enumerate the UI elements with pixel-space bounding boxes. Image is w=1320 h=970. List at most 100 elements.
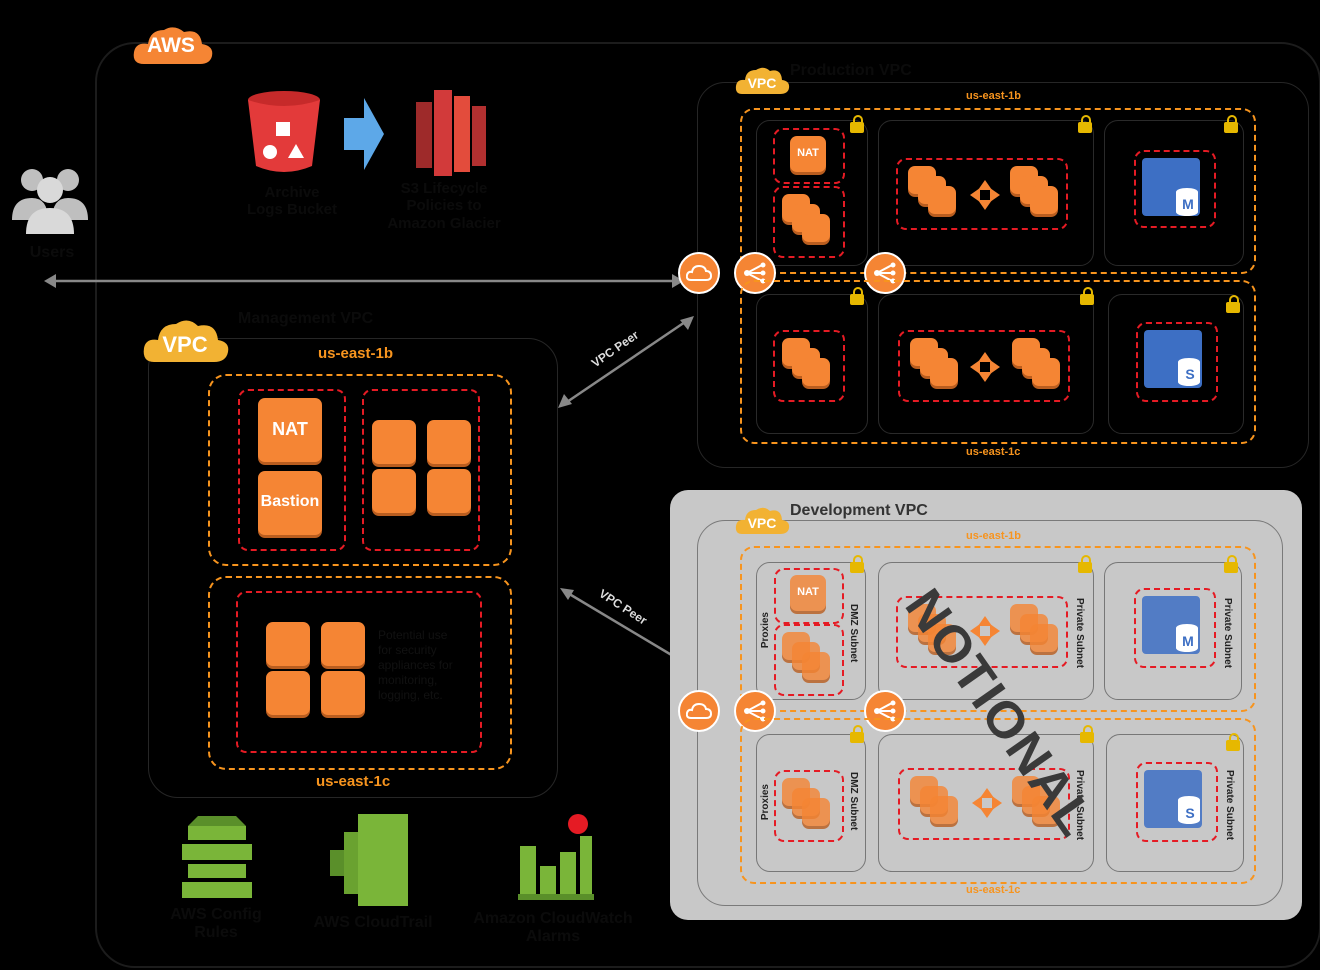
dmz-subnet-label: DMZ Subnet [848,772,859,831]
users-label: Users [29,244,75,261]
aws-badge: AWS [130,20,216,72]
development-private-subnet [878,562,1094,700]
production-db-group-c [1136,322,1218,402]
management-vpc-title: Management VPC [238,310,374,327]
internet-gateway-icon [678,252,720,294]
glacier-icon [416,90,486,176]
development-db-subnet [1104,562,1242,700]
lifecycle-label: S3 Lifecycle Policies to Amazon Glacier [387,180,501,232]
production-proxy-group [773,330,845,402]
autoscaling-icon [970,352,1000,382]
development-vpc-badge: VPC [734,502,790,538]
development-vpc-title: Development VPC [790,502,928,519]
nat-instance [258,398,322,462]
vpc-peer-arrow-prod [558,316,694,408]
production-private-subnet [878,120,1094,266]
app-instance [1030,624,1058,652]
production-private-subnet [878,294,1094,434]
security-instance [321,671,365,715]
development-az-top: us-east-1b [966,530,1022,542]
production-nat-group [773,128,845,184]
management-vpc-boundary [148,338,558,798]
management-az-bottom: us-east-1c [316,773,391,790]
archive-bucket-label: Archive Logs Bucket [246,184,337,219]
aws-cloud-icon [133,27,213,64]
autoscaling-icon [970,616,1000,646]
production-az-c-zone [740,280,1256,444]
cloudwatch-label: Amazon CloudWatch Alarms [473,910,633,946]
production-az-bottom: us-east-1c [966,446,1021,458]
private-subnet-label: Private Subnet [1074,598,1085,669]
development-db-group-b [1134,588,1216,668]
aws-badge-label: AWS [147,34,195,57]
users-icon [8,160,92,240]
db-master-label: M [1182,196,1194,212]
lock-icon [1078,555,1092,573]
cloudtrail-icon [330,814,408,906]
s3-bucket-icon [248,91,320,172]
proxy-instance [802,358,830,386]
production-az-b-zone [740,108,1256,274]
autoscaling-icon [972,788,1002,818]
production-app-group-b [896,158,1068,230]
vpc-cloud-icon [735,507,790,534]
proxy-instance [802,652,830,680]
nat-label: NAT [797,586,819,598]
load-balancer-icon [864,252,906,294]
proxies-label: Proxies [760,784,771,821]
internet-gateway-icon [678,690,720,732]
production-proxy-group [773,186,845,258]
management-az-top: us-east-1b [318,345,394,362]
lock-icon [850,555,864,573]
db-master-label: M [1182,633,1194,649]
database-icon [1178,796,1200,824]
private-subnet-label: Private Subnet [1222,598,1233,669]
lock-icon [1080,725,1094,743]
app-instance [928,186,956,214]
lock-icon [1226,295,1240,313]
app-instance [1030,186,1058,214]
management-instance [372,469,416,513]
app-instance [930,796,958,824]
proxies-label: Proxies [760,612,771,649]
production-db-subnet [1108,294,1244,434]
management-instance [372,420,416,464]
production-az-top: us-east-1b [966,90,1022,102]
app-instance [1032,358,1060,386]
production-db-group-b [1134,150,1216,228]
development-az-bottom: us-east-1c [966,884,1021,896]
development-nat-group [774,568,844,624]
production-vpc-badge: VPC [734,62,790,98]
development-db-group-c [1136,762,1218,842]
production-dmz-subnet [756,120,868,266]
load-balancer-icon [734,252,776,294]
development-private-subnet [878,734,1094,872]
db-standby-label: S [1185,366,1195,382]
development-az-b-zone [740,546,1256,712]
database-icon [1178,358,1200,386]
database-icon [1176,188,1198,216]
lifecycle-arrow-icon [344,98,384,170]
management-dmz-group [238,389,346,551]
nat-instance [790,136,826,172]
lock-icon [1224,115,1238,133]
security-note: Potential use for security appliances fo… [378,628,453,702]
aws-config-icon [182,816,252,898]
proxy-instance [802,798,830,826]
bastion-label: Bastion [260,493,320,510]
development-dmz-subnet [756,562,866,700]
autoscaling-icon [970,180,1000,210]
production-app-group-c [898,330,1070,402]
production-vpc-title: Production VPC [790,62,912,79]
management-vpc-badge: VPC [140,312,230,368]
lock-icon [850,725,864,743]
bastion-instance [258,471,322,535]
management-instance [427,420,471,464]
security-instance [266,622,310,666]
app-instance [930,358,958,386]
load-balancer-icon [864,690,906,732]
development-db-subnet [1106,734,1244,872]
development-app-group-c [898,768,1070,840]
aws-config-label: AWS Config Rules [170,906,262,942]
proxy-instance [802,214,830,242]
